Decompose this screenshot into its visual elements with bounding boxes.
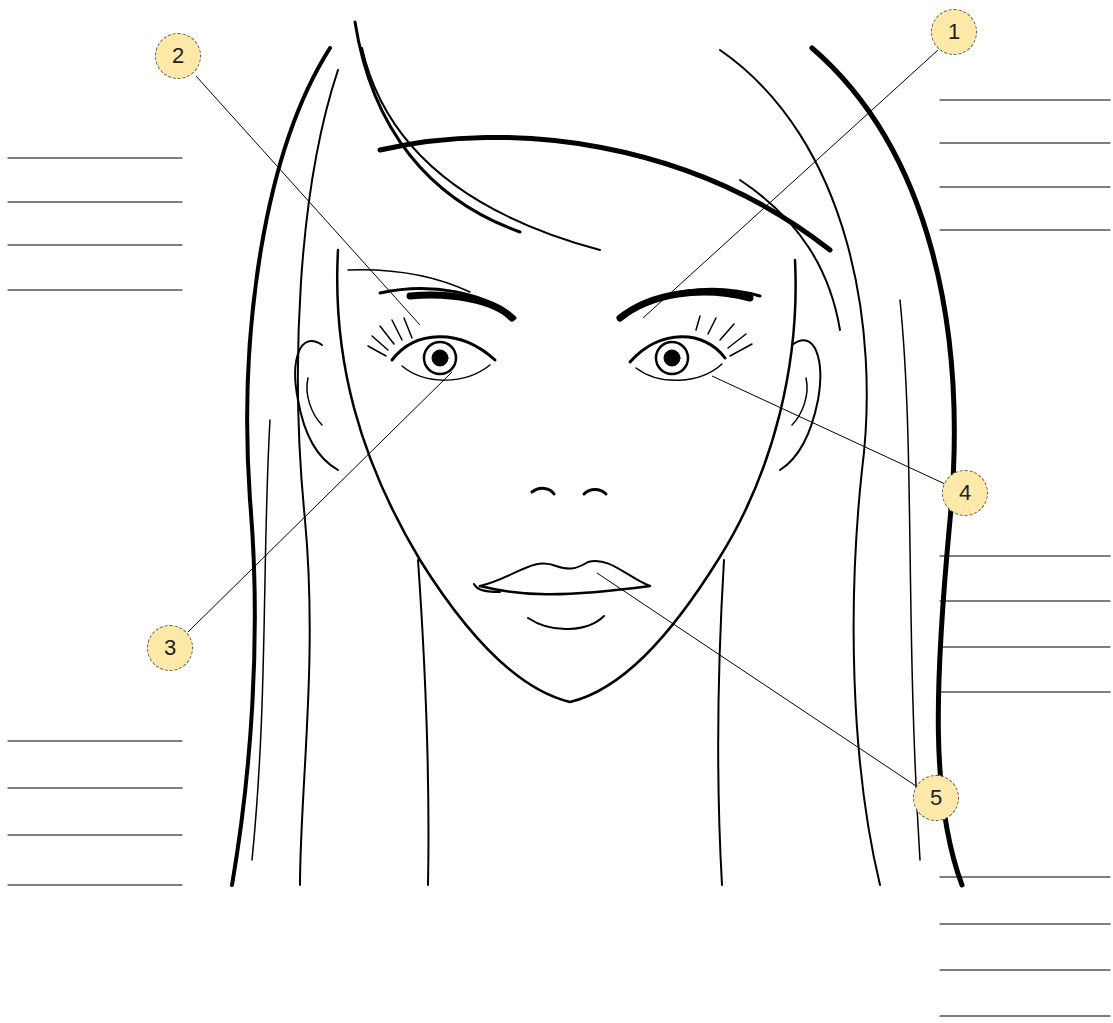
- callout-circle: 3: [147, 625, 193, 671]
- callout-number: 2: [172, 45, 184, 67]
- callout-number: 1: [948, 21, 960, 43]
- leader-lines: [188, 50, 945, 786]
- face-drawing: [232, 22, 962, 885]
- callout-number: 3: [164, 637, 176, 659]
- callout-number: 4: [959, 482, 971, 504]
- callout-circle: 5: [913, 775, 959, 821]
- callout-circle: 1: [931, 9, 977, 55]
- callout-circle: 2: [155, 33, 201, 79]
- callout-number: 5: [930, 787, 942, 809]
- callout-circle: 4: [942, 470, 988, 516]
